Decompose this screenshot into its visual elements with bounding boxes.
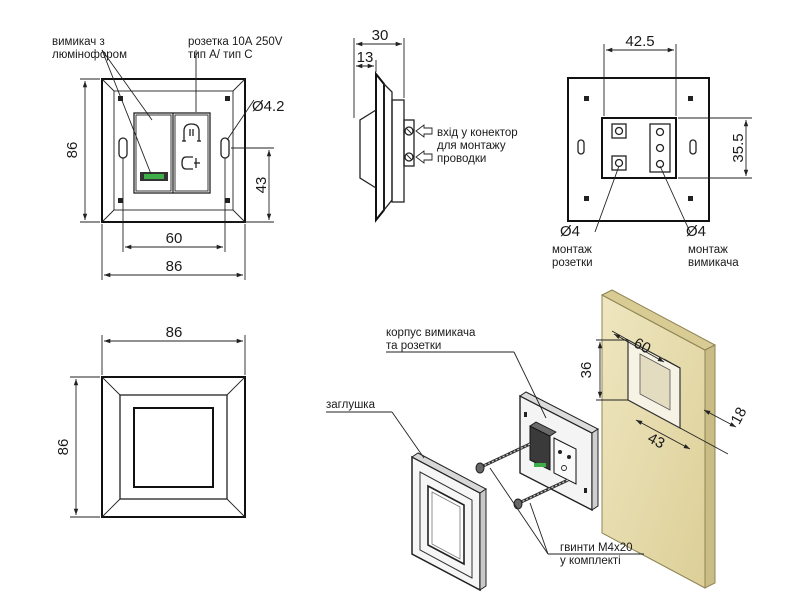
- dim-hole-diameter: Ø4.2: [252, 98, 285, 115]
- dim-side-depth-front: 13: [357, 49, 374, 66]
- mounting-hole-right: [220, 137, 230, 159]
- socket-face: [174, 114, 209, 192]
- cover-iso-window: [427, 484, 465, 566]
- dim-cutout-width: 60: [631, 335, 654, 358]
- dim-cover-height: 86: [55, 439, 72, 456]
- rear-socket-terminal-top: [611, 123, 627, 139]
- front-view: вимикач з люмінофором розетка 10А 250V т…: [52, 36, 285, 280]
- dim-rear-hole-right: Ø4: [686, 223, 706, 240]
- dim-rear-width: 42.5: [625, 33, 654, 50]
- label-socket-line2: тип А/ тип С: [188, 49, 253, 61]
- label-screws-line1: гвинти М4х20: [560, 542, 632, 554]
- label-input-line2: для монтажу: [437, 140, 506, 152]
- front-plate-outer: [101, 78, 246, 223]
- label-cover: заглушка: [326, 399, 376, 411]
- dim-front-height: 86: [64, 142, 81, 159]
- dim-front-width: 86: [166, 258, 183, 275]
- dim-rear-height: 35.5: [730, 133, 747, 162]
- socket-type-c-icon: [181, 156, 193, 170]
- label-mount-switch-line2: вимикача: [688, 257, 739, 269]
- cover-plate-outer: [101, 376, 246, 518]
- housing-socket: [553, 437, 577, 485]
- side-body: [391, 99, 405, 203]
- dim-hole-offset: 43: [253, 177, 270, 194]
- rear-terminal-block: [601, 117, 677, 179]
- wire-input-arrow-bottom: [415, 150, 433, 164]
- label-mount-socket-line2: розетки: [552, 257, 593, 269]
- socket-type-a-icon: [183, 123, 200, 141]
- dim-cover-width: 86: [166, 324, 183, 341]
- dim-side-depth-total: 30: [372, 27, 389, 44]
- side-switch-key: [359, 109, 377, 189]
- screw-top: [475, 442, 531, 474]
- module-block: [133, 112, 211, 194]
- side-view: вхід у конектор для монтажу проводки 30 …: [353, 27, 518, 223]
- label-housing-line1: корпус вимикача: [386, 327, 476, 339]
- label-mount-switch-line1: монтаж: [688, 244, 728, 256]
- label-switch-line2: люмінофором: [52, 49, 127, 61]
- front-plate-inner: [113, 90, 234, 211]
- label-housing-line2: та розетки: [386, 340, 441, 352]
- dim-cutout-height: 36: [578, 362, 595, 379]
- wire-input-arrow-top: [415, 124, 433, 138]
- cover-plate-inner: [119, 394, 228, 500]
- dim-rear-hole-left: Ø4: [560, 223, 580, 240]
- label-screws-line2: у комплекті: [560, 555, 621, 567]
- label-mount-socket-line1: монтаж: [552, 244, 592, 256]
- side-plate-profile: [375, 71, 385, 223]
- rear-view: 42.5 35.5 Ø4 Ø4 монтаж розетки монтаж ви…: [552, 33, 752, 269]
- cover-window: [133, 407, 214, 488]
- cover-view: 86 86: [55, 324, 246, 518]
- label-socket-line1: розетка 10А 250V: [188, 36, 283, 48]
- rear-switch-terminals: [649, 123, 671, 173]
- rear-plate: [567, 77, 710, 222]
- rear-socket-terminal-bottom: [611, 155, 627, 171]
- dim-cutout-depth: 18: [728, 405, 751, 428]
- switch-key: [135, 114, 172, 192]
- mounting-hole-left: [118, 137, 128, 159]
- dim-cutout-inner: 43: [645, 430, 668, 453]
- label-switch-line1: вимикач з: [52, 36, 105, 48]
- label-input-line1: вхід у конектор: [437, 127, 518, 139]
- dim-hole-spacing: 60: [166, 230, 183, 247]
- exploded-view: 60 36 43 18: [326, 289, 751, 592]
- label-input-line3: проводки: [437, 153, 486, 165]
